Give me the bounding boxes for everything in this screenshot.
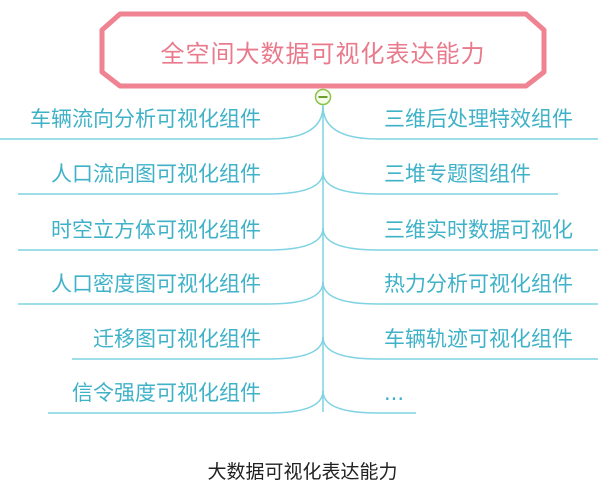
branch-node-left-6[interactable]: 信令强度可视化组件 — [72, 381, 261, 405]
branch-node-right-5[interactable]: 车辆轨迹可视化组件 — [384, 327, 573, 351]
branch-node-left-2[interactable]: 人口流向图可视化组件 — [51, 162, 261, 186]
figure-caption: 大数据可视化表达能力 — [207, 461, 398, 483]
branch-node-left-4[interactable]: 人口密度图可视化组件 — [51, 272, 261, 296]
branch-node-right-6[interactable]: ... — [384, 381, 405, 405]
branch-node-right-4[interactable]: 热力分析可视化组件 — [384, 272, 573, 296]
right-connector-3 — [322, 227, 379, 251]
right-connector-1 — [322, 105, 379, 140]
left-connector-4 — [267, 281, 324, 305]
branch-node-left-3[interactable]: 时空立方体可视化组件 — [51, 218, 261, 242]
root-box-outline — [99, 11, 547, 89]
right-connector-2 — [322, 171, 379, 195]
branch-node-right-1[interactable]: 三维后处理特效组件 — [384, 107, 573, 131]
left-connector-3 — [267, 227, 324, 251]
left-connector-2 — [267, 171, 324, 195]
right-connector-6 — [322, 390, 379, 414]
branch-node-right-3[interactable]: 三维实时数据可视化 — [384, 218, 573, 242]
left-connector-6 — [267, 390, 324, 414]
left-connector-5 — [267, 336, 324, 360]
right-connector-5 — [322, 336, 379, 360]
right-connector-4 — [322, 281, 379, 305]
branch-node-left-5[interactable]: 迁移图可视化组件 — [93, 327, 261, 351]
collapse-minus-icon[interactable] — [314, 88, 332, 106]
root-node-title[interactable]: 全空间大数据可视化表达能力 — [160, 39, 486, 68]
branch-node-left-1[interactable]: 车辆流向分析可视化组件 — [30, 107, 261, 131]
left-connector-1 — [267, 105, 324, 140]
branch-node-right-2[interactable]: 三堆专题图组件 — [384, 162, 531, 186]
